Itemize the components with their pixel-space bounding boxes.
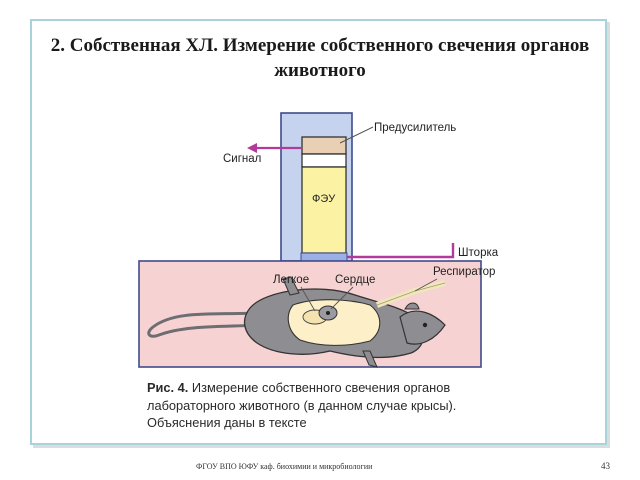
rat-eye [422,322,428,328]
pmt-label: ФЭУ [312,193,336,205]
figure: ФЭУ Сигнал Предусилитель Шторка [115,95,523,438]
preamplifier-leader [339,126,374,144]
lung-label: Легкое [273,274,309,286]
signal-label: Сигнал [223,153,261,165]
respirator-leader [414,278,438,292]
rat-front-leg [362,350,378,368]
heart-label: Сердце [335,274,375,286]
measurement-diagram: ФЭУ Сигнал Предусилитель Шторка [138,112,499,368]
heart-leader [330,286,354,310]
preamplifier-label: Предусилитель [374,122,456,134]
respirator-label: Респиратор [433,266,495,278]
lung-leader [300,286,316,312]
figure-caption: Рис. 4. Измерение собственного свечения … [147,379,517,432]
figure-number: Рис. 4. [147,380,189,395]
shutter [300,252,348,262]
footer-institution: ФГОУ ВПО ЮФУ каф. биохимии и микробиолог… [196,462,373,471]
signal-arrowhead [247,143,257,153]
heart-dot [326,311,330,315]
page-number: 43 [601,461,610,471]
shutter-label: Шторка [458,247,499,259]
figure-caption-text: Измерение собственного свечения органов … [147,380,457,430]
rat-hind-leg [282,276,300,296]
rat-ear [404,302,420,310]
rat-head [399,310,446,345]
shutter-rod [347,243,455,259]
pmt-tube [301,166,347,254]
slide-title: 2. Собственная ХЛ. Измерение собственног… [50,35,590,81]
preamplifier-block [301,136,347,155]
rat-tail [147,311,261,338]
preamplifier-block-lower [301,153,347,168]
